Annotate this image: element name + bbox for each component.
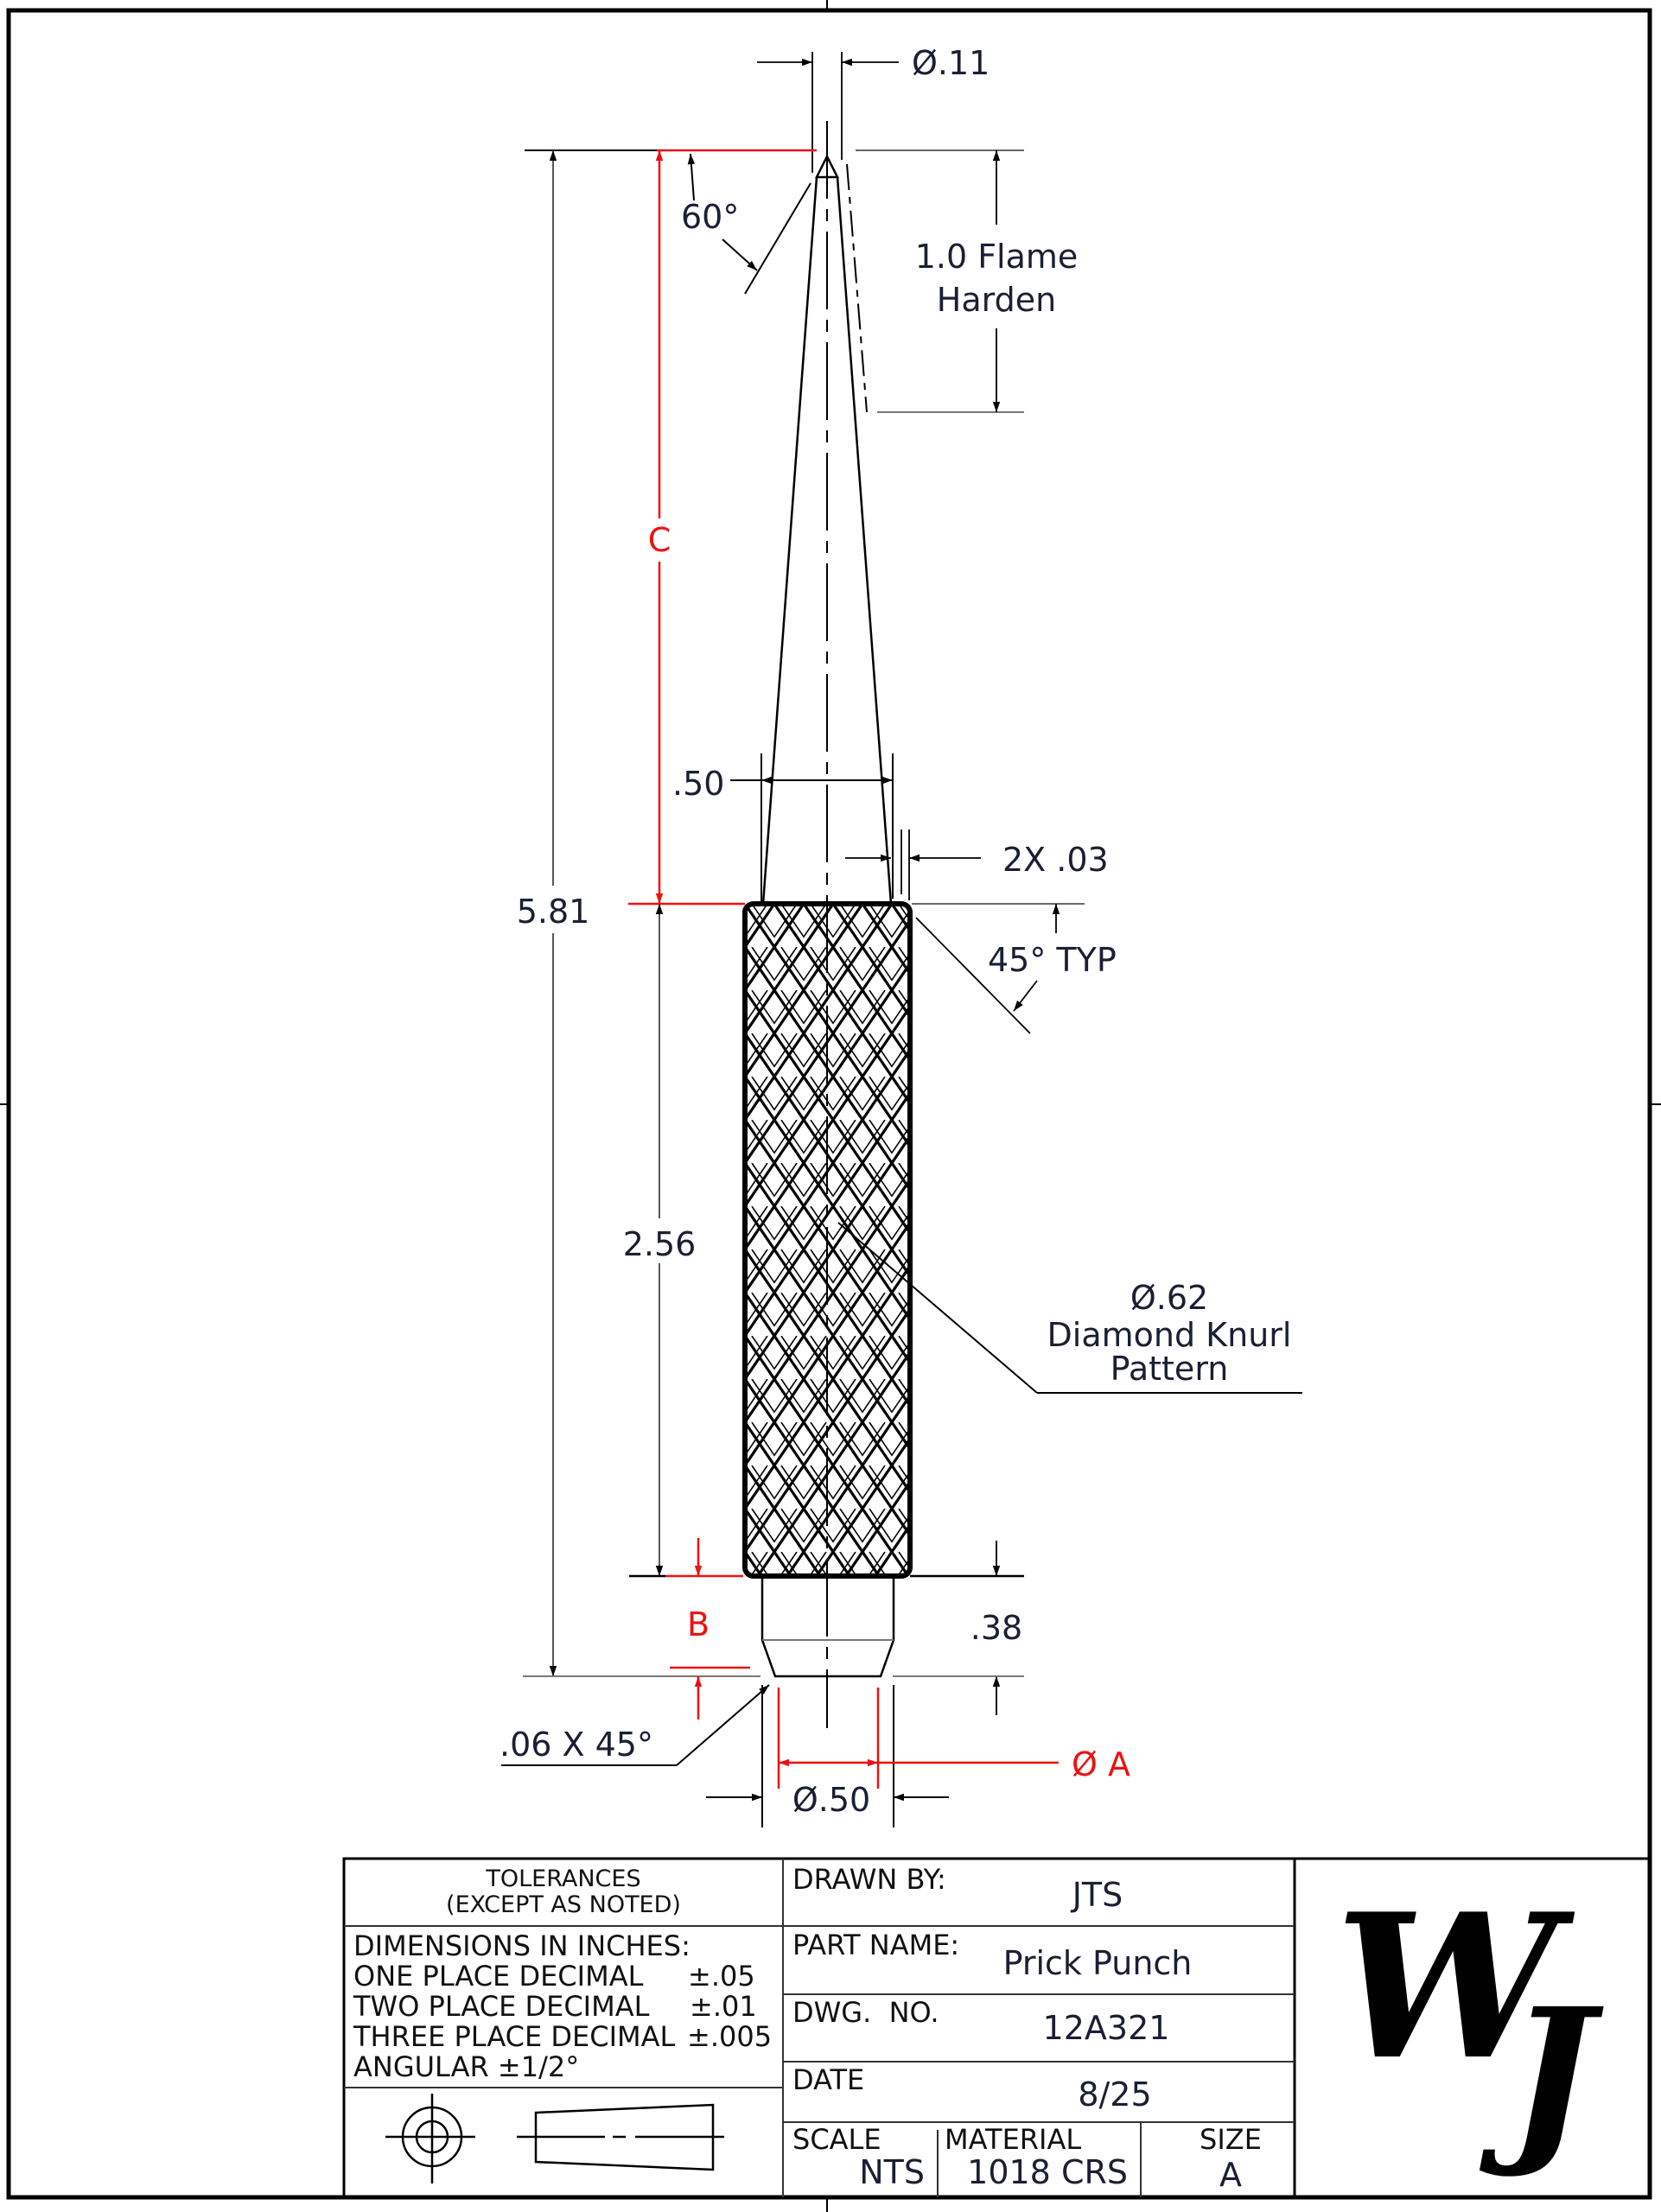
knurl-body [742,901,913,1579]
knurl-note-line-2: Pattern [1111,1350,1229,1388]
shank-length-var-dimension [670,1538,750,1719]
end-chamfer-leader [501,1684,770,1766]
knurl-diameter-label: Ø.62 [1130,1279,1208,1317]
knurl-length-dimension [629,904,1024,1578]
shank-diameter-var-label: Ø A [1072,1745,1130,1783]
part-name-label: PART NAME: [792,1929,959,1961]
tolerance-row-2-value: ±.01 [690,1990,757,2023]
knurl-note-line-1: Diamond Knurl [1047,1316,1292,1354]
third-angle-projection-icon [385,2094,724,2183]
taper-width-label: .50 [672,765,724,803]
tip-angle-label: 60° [681,198,739,236]
chamfer-angle-label: 45° TYP [988,941,1117,979]
shank-length-label: .38 [971,1609,1022,1647]
drawn-by-label: DRAWN BY: [792,1863,946,1896]
overall-length-dimension [523,150,760,1677]
shank-diameter-dimension [706,1685,949,1827]
drawn-by-value: JTS [1071,1876,1123,1914]
overall-length-label: 5.81 [517,893,590,931]
tip-diameter-label: Ø.11 [912,44,990,82]
knurl-note-leader [837,1222,1302,1394]
shank-diameter-label: Ø.50 [792,1781,870,1819]
material-label: MATERIAL [945,2123,1081,2156]
tip-angle-dimension [687,153,811,295]
material-value: 1018 CRS [967,2153,1128,2191]
flame-harden-label-2: Harden [937,281,1056,319]
tolerance-row-2-label: TWO PLACE DECIMAL [353,1990,650,2023]
shank-length-var-label: B [687,1605,710,1643]
tip-diameter-dimension [757,52,899,173]
units-label: DIMENSIONS IN INCHES: [353,1929,690,1962]
part-name-value: Prick Punch [1003,1944,1193,1982]
tolerance-row-3-value: ±.005 [687,2020,772,2053]
scale-value: NTS [859,2153,925,2191]
size-label: SIZE [1200,2123,1262,2156]
company-logo: W J [1335,1871,1604,2182]
size-value: A [1219,2156,1242,2194]
flame-harden-dimension [877,150,1024,413]
date-value: 8/25 [1078,2075,1151,2113]
logo-letter-w: W [1335,1871,1575,2104]
tolerance-row-1-value: ±.05 [688,1960,755,1993]
scale-label: SCALE [792,2123,881,2156]
title-block [342,1857,1651,2199]
part-outline [742,121,913,1728]
flame-harden-label-1: 1.0 Flame [915,238,1079,276]
tolerance-row-3-label: THREE PLACE DECIMAL [353,2020,676,2053]
date-label: DATE [792,2063,864,2096]
tolerances-header-1: TOLERANCES [485,1866,640,1892]
tolerances-header-2: (EXCEPT AS NOTED) [446,1891,681,1918]
taper-length-var-dimension [628,150,745,906]
taper-width-dimension [730,753,894,904]
chamfer-angle-dimension [912,903,1085,1034]
dwg-no-label: DWG. NO. [792,1996,939,2029]
knurl-length-label: 2.56 [623,1225,697,1263]
angular-tolerance: ANGULAR ±1/2° [353,2050,579,2083]
shank-length-dimension [893,1541,1024,1715]
end-chamfer-label: .06 X 45° [500,1726,653,1764]
chamfer-count-label: 2X .03 [1002,841,1109,879]
tolerance-row-1-label: ONE PLACE DECIMAL [353,1960,644,1993]
shank-diameter-var-dimension [777,1688,1059,1789]
chamfer-width-dimension [845,830,981,900]
taper-length-var-label: C [648,521,671,559]
dwg-no-value: 12A321 [1043,2009,1170,2047]
